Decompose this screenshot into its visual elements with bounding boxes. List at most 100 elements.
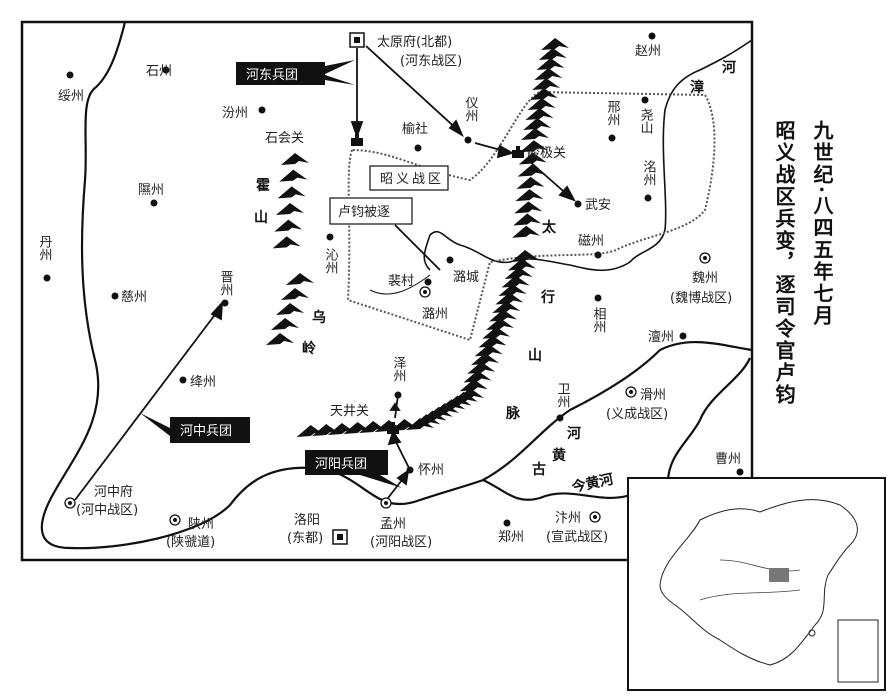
svg-text:裴村: 裴村 bbox=[388, 274, 414, 289]
svg-text:(义成战区): (义成战区) bbox=[606, 407, 668, 422]
feature-labels: 霍 山 乌 岭 太 行 山 脉 漳 河 河 黄 古 今黄河 bbox=[254, 59, 736, 496]
mountain-icon bbox=[478, 335, 507, 348]
mountain-icon bbox=[277, 186, 306, 199]
svg-text:河: 河 bbox=[722, 59, 736, 76]
mountain-icon bbox=[279, 169, 308, 182]
svg-text:山: 山 bbox=[528, 348, 542, 364]
mountain-icon bbox=[276, 203, 304, 215]
city-dot-icon bbox=[111, 292, 119, 300]
map-title-date: 九世纪·八四五年七月 bbox=[810, 120, 834, 327]
mountain-icon bbox=[276, 303, 304, 315]
mountain-icon bbox=[513, 213, 542, 226]
hedong-army-label: 河东兵团 bbox=[236, 60, 355, 85]
prefecture-seat-icon bbox=[625, 386, 637, 398]
heyang-army-label: 河阳兵团 bbox=[305, 450, 402, 488]
svg-text:昭义战区: 昭义战区 bbox=[380, 172, 444, 187]
svg-text:晋州: 晋州 bbox=[218, 270, 234, 296]
svg-text:隰州: 隰州 bbox=[138, 183, 164, 198]
svg-text:天井关: 天井关 bbox=[330, 404, 369, 419]
mountain-icon bbox=[507, 258, 536, 271]
svg-text:太: 太 bbox=[542, 219, 557, 236]
svg-text:磁州: 磁州 bbox=[578, 234, 604, 249]
city-dot-icon bbox=[424, 278, 432, 286]
svg-text:河中兵团: 河中兵团 bbox=[180, 424, 232, 439]
small-river bbox=[369, 274, 431, 295]
mountain-icon bbox=[281, 153, 309, 165]
map-frame bbox=[20, 20, 754, 562]
mountain-icon bbox=[527, 98, 556, 110]
city-dot-icon bbox=[394, 391, 402, 399]
svg-text:(河中战区): (河中战区) bbox=[76, 503, 138, 518]
fort-icon bbox=[351, 134, 363, 146]
mountain-icon bbox=[518, 152, 547, 165]
yellow-river-west bbox=[40, 21, 484, 550]
mountain-icon bbox=[517, 164, 546, 177]
mountain-icon bbox=[519, 140, 548, 153]
svg-text:石州: 石州 bbox=[146, 64, 172, 79]
svg-text:峻极关: 峻极关 bbox=[527, 145, 566, 161]
city-dot-icon bbox=[406, 466, 414, 474]
svg-text:漳: 漳 bbox=[690, 79, 704, 96]
markers bbox=[332, 32, 524, 545]
mountain-icon bbox=[486, 318, 514, 330]
map-title-event: 昭义战区兵变，逐司令官卢钧 bbox=[772, 120, 796, 406]
city-dot-icon bbox=[179, 376, 187, 384]
city-dot-icon bbox=[66, 71, 74, 79]
svg-text:尧山: 尧山 bbox=[638, 108, 654, 134]
svg-text:仪州: 仪州 bbox=[463, 96, 479, 122]
mountain-icon bbox=[459, 379, 488, 392]
lujun-expelled-label: 卢钧被逐 bbox=[329, 197, 413, 225]
svg-text:泽州: 泽州 bbox=[391, 356, 407, 382]
svg-text:洺州: 洺州 bbox=[641, 160, 657, 186]
mountain-icon bbox=[534, 68, 563, 80]
svg-text:洛阳: 洛阳 bbox=[294, 513, 320, 528]
mountain-icon bbox=[463, 370, 492, 383]
svg-text:霍: 霍 bbox=[256, 177, 270, 194]
svg-text:黄: 黄 bbox=[552, 447, 566, 464]
svg-text:(东都): (东都) bbox=[287, 531, 323, 546]
svg-text:河: 河 bbox=[567, 425, 581, 442]
mountain-icon bbox=[521, 128, 549, 140]
mountain-icon bbox=[467, 361, 496, 374]
mountain-icon bbox=[541, 38, 569, 50]
svg-text:陕州: 陕州 bbox=[188, 517, 214, 532]
svg-text:河中府: 河中府 bbox=[94, 485, 133, 500]
zhaoyi-border bbox=[346, 90, 716, 342]
mountain-ranges bbox=[266, 38, 569, 437]
mountain-icon bbox=[515, 189, 544, 202]
prefecture-seat-icon bbox=[64, 497, 76, 509]
svg-text:卢钧被逐: 卢钧被逐 bbox=[338, 204, 390, 220]
svg-text:今黄河: 今黄河 bbox=[569, 471, 615, 497]
army-routes bbox=[74, 45, 576, 501]
mountain-icon bbox=[495, 292, 524, 305]
city-dot-icon bbox=[556, 414, 564, 422]
svg-text:汴州: 汴州 bbox=[555, 511, 581, 526]
city-dot-icon bbox=[258, 106, 266, 114]
zhang-river bbox=[423, 39, 753, 272]
mountain-icon bbox=[501, 275, 530, 288]
mountain-icon bbox=[296, 425, 325, 437]
svg-text:石会关: 石会关 bbox=[265, 131, 304, 146]
mountain-icon bbox=[266, 333, 294, 345]
mountain-icon bbox=[271, 318, 299, 330]
mountain-icon bbox=[474, 344, 503, 357]
svg-text:河阳兵团: 河阳兵团 bbox=[315, 457, 367, 472]
svg-text:丹州: 丹州 bbox=[37, 235, 53, 261]
prefecture-seat-icon bbox=[419, 286, 431, 298]
city-dot-icon bbox=[574, 200, 582, 208]
svg-text:绛州: 绛州 bbox=[190, 375, 216, 390]
river-east-branch bbox=[666, 357, 752, 483]
svg-text:(宣武战区): (宣武战区) bbox=[546, 529, 608, 545]
mountain-icon bbox=[489, 309, 518, 322]
city-dot-icon bbox=[43, 274, 51, 282]
mountain-icon bbox=[532, 78, 561, 90]
mountain-icon bbox=[523, 118, 552, 130]
mountain-icon bbox=[512, 225, 541, 238]
hezhong-army-label: 河中兵团 bbox=[140, 413, 250, 443]
svg-text:潞州: 潞州 bbox=[422, 307, 448, 322]
mountain-icon bbox=[272, 236, 301, 249]
mountain-icon bbox=[274, 219, 303, 232]
mountain-icon bbox=[529, 88, 558, 100]
new-yellow-river bbox=[482, 478, 631, 501]
